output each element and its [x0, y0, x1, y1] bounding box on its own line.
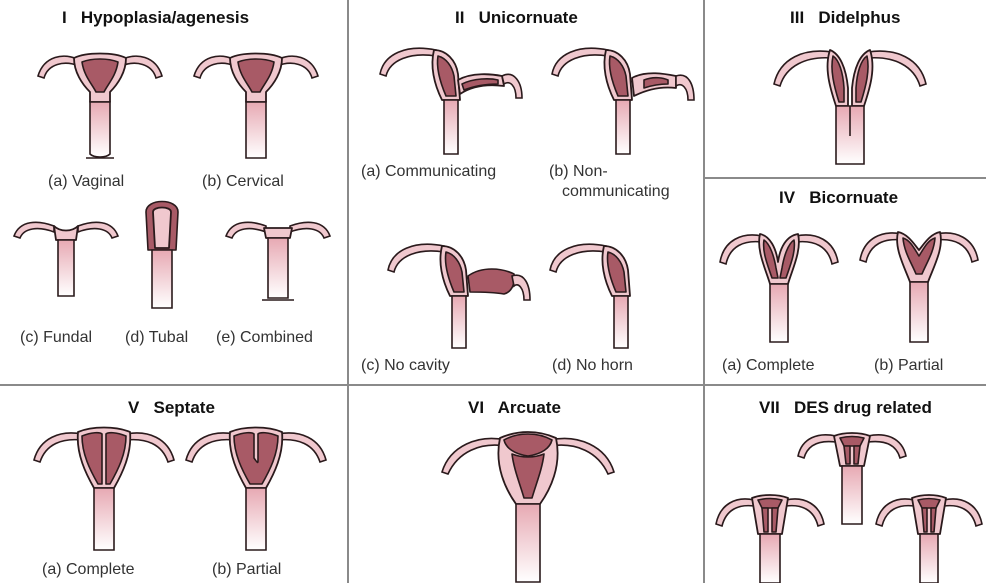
unicornuate-communicating: [376, 40, 526, 158]
label-non-communicating: communicating: [562, 182, 670, 201]
label-combined: (e) Combined: [216, 328, 313, 347]
label-vaginal: (a) Vaginal: [48, 172, 124, 191]
bicornuate-complete: [716, 226, 842, 346]
label-bicornuate-complete: (a) Complete: [722, 356, 814, 375]
label-septate-complete: (a) Complete: [42, 560, 134, 579]
panel-vii-title: VII DES drug related: [759, 398, 932, 418]
divider-col-1: [347, 0, 349, 583]
uterus-combined-agenesis: [222, 218, 334, 304]
uterus-vaginal-agenesis: [34, 46, 166, 166]
uterus-tubal-agenesis: [142, 198, 182, 310]
panel-vi-title: VI Arcuate: [468, 398, 561, 418]
uterus-fundal-agenesis: [10, 218, 122, 298]
uterus-cervical-agenesis: [190, 46, 322, 166]
uterus-didelphus: [770, 44, 930, 166]
unicornuate-no-horn: [546, 236, 646, 350]
uterus-arcuate: [438, 426, 618, 583]
label-no-horn: (d) No horn: [552, 356, 633, 375]
label-septate-partial: (b) Partial: [212, 560, 281, 579]
divider-row: [0, 384, 986, 386]
panel-i-title: I Hypoplasia/agenesis: [62, 8, 249, 28]
unicornuate-non-communicating: [548, 40, 698, 158]
unicornuate-no-cavity: [384, 236, 534, 350]
panel-iii-title: III Didelphus: [790, 8, 901, 28]
label-fundal: (c) Fundal: [20, 328, 92, 347]
divider-iii-iv: [703, 177, 986, 179]
septate-complete: [30, 424, 178, 554]
des-uterus-right: [872, 490, 986, 583]
septate-partial: [182, 424, 330, 554]
divider-col-2: [703, 0, 705, 583]
label-tubal: (d) Tubal: [125, 328, 188, 347]
label-cervical: (b) Cervical: [202, 172, 284, 191]
bicornuate-partial: [856, 224, 982, 346]
label-communicating: (a) Communicating: [361, 162, 496, 181]
label-bicornuate-partial: (b) Partial: [874, 356, 943, 375]
panel-iv-title: IV Bicornuate: [779, 188, 898, 208]
panel-ii-title: II Unicornuate: [455, 8, 578, 28]
des-uterus-left: [712, 490, 828, 583]
panel-v-title: V Septate: [128, 398, 215, 418]
label-no-cavity: (c) No cavity: [361, 356, 450, 375]
label-non: (b) Non-: [549, 162, 608, 181]
